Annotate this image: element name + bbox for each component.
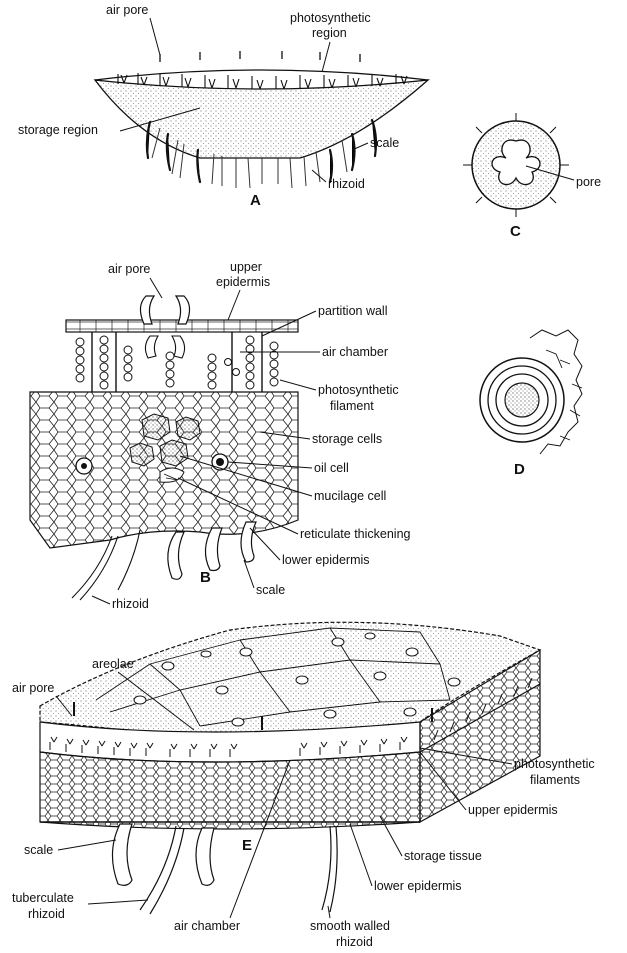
caption-c: C [510, 223, 521, 240]
label-e-air-pore: air pore [12, 681, 54, 695]
leader-a-air-pore [150, 18, 160, 55]
label-a-rhizoid: rhizoid [328, 177, 365, 191]
figure-b-vertical-section [30, 296, 298, 600]
label-a-scale: scale [370, 136, 399, 150]
leader-b-scale [244, 560, 254, 588]
label-e-scale: scale [24, 843, 53, 857]
leader-e-smooth-walled-rhizoid [328, 906, 330, 918]
label-a-storage-region: storage region [18, 123, 98, 137]
label-c-pore: pore [576, 175, 601, 189]
label-b-mucilage-cell: mucilage cell [314, 489, 386, 503]
leader-b-rhizoid [92, 596, 110, 604]
caption-d: D [514, 461, 525, 478]
label-b-reticulate-thickening: reticulate thickening [300, 527, 411, 541]
label-b-photosynthetic-filament-1: photosynthetic [318, 383, 399, 397]
label-b-partition-wall: partition wall [318, 304, 387, 318]
figure-d: D [480, 330, 582, 478]
figure-b: air pore upper epidermis partition wall … [30, 260, 411, 611]
label-b-upper-epidermis-2: epidermis [216, 275, 270, 289]
label-a-air-pore: air pore [106, 3, 148, 17]
leader-e-scale [58, 840, 116, 850]
label-e-storage-tissue: storage tissue [404, 849, 482, 863]
leader-b-photosynthetic-filament [280, 380, 316, 390]
label-b-upper-epidermis-1: upper [230, 260, 262, 274]
label-e-upper-epidermis: upper epidermis [468, 803, 558, 817]
caption-b: B [200, 569, 211, 586]
label-e-smooth-walled-rhizoid-2: rhizoid [336, 935, 373, 949]
label-e-photosynthetic-filaments-1: photosynthetic [514, 757, 595, 771]
label-b-scale: scale [256, 583, 285, 597]
caption-a: A [250, 192, 261, 209]
label-b-oil-cell: oil cell [314, 461, 349, 475]
label-b-storage-cells: storage cells [312, 432, 382, 446]
label-e-photosynthetic-filaments-2: filaments [530, 773, 580, 787]
label-e-areolae: areolae [92, 657, 134, 671]
label-a-photosynthetic-region-1: photosynthetic [290, 11, 371, 25]
figure-a: air pore photosynthetic region storage r… [18, 3, 428, 209]
label-b-air-pore: air pore [108, 262, 150, 276]
label-e-tuberculate-rhizoid-2: rhizoid [28, 907, 65, 921]
leader-b-lower-epidermis [250, 528, 280, 560]
label-a-photosynthetic-region-2: region [312, 26, 347, 40]
label-b-rhizoid: rhizoid [112, 597, 149, 611]
label-e-air-chamber: air chamber [174, 919, 240, 933]
label-e-smooth-walled-rhizoid-1: smooth walled [310, 919, 390, 933]
figure-c: pore C [463, 113, 601, 240]
leader-b-air-pore [150, 278, 162, 298]
caption-e: E [242, 837, 252, 854]
label-b-lower-epidermis: lower epidermis [282, 553, 370, 567]
figure-d-pore-surface-view [480, 330, 582, 454]
leader-e-tuberculate-rhizoid [88, 900, 148, 904]
label-e-tuberculate-rhizoid-1: tuberculate [12, 891, 74, 905]
label-b-photosynthetic-filament-2: filament [330, 399, 374, 413]
figure-e: areolae air pore photosynthetic filament… [12, 622, 595, 949]
figure-a-thallus-section [95, 51, 428, 188]
label-e-lower-epidermis: lower epidermis [374, 879, 462, 893]
leader-a-photosynthetic-region [322, 42, 330, 72]
leader-b-upper-epidermis [228, 290, 240, 320]
figure-c-pore-surface-view [463, 113, 569, 217]
label-b-air-chamber: air chamber [322, 345, 388, 359]
leader-e-lower-epidermis [350, 824, 372, 886]
